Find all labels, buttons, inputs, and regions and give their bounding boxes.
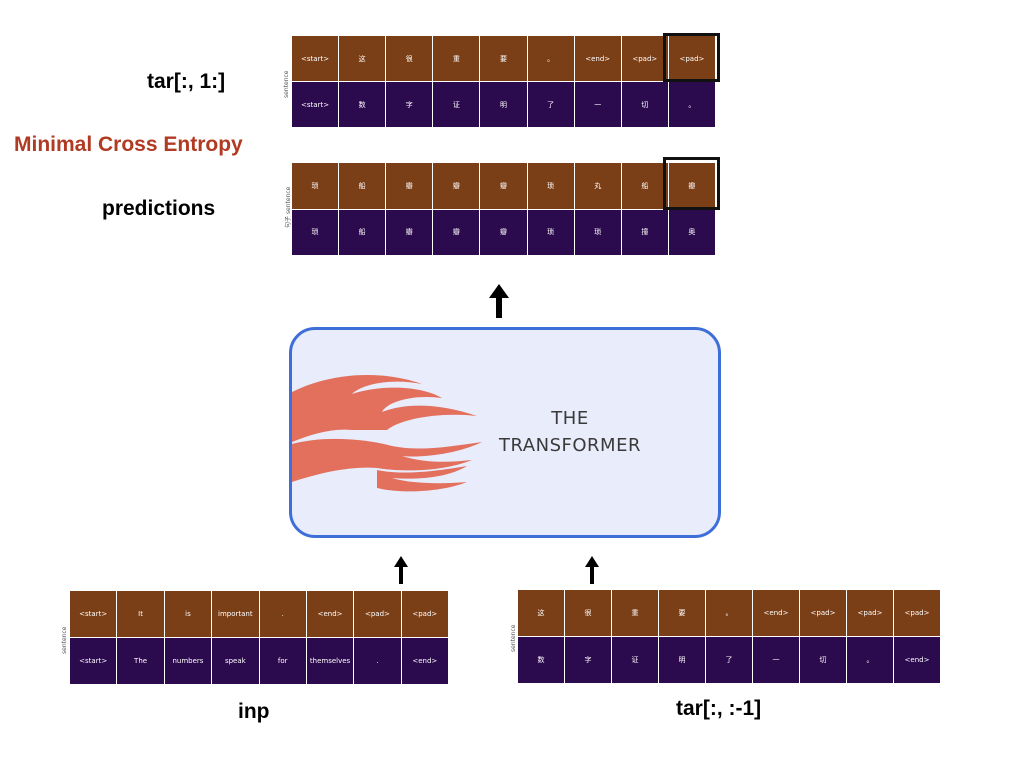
- token-cell: 琐: [574, 209, 621, 255]
- token-cell: 。: [847, 637, 893, 683]
- token-cell: 丸: [574, 163, 621, 209]
- token-cell: 重: [433, 36, 480, 81]
- token-cell: <pad>: [800, 590, 846, 636]
- token-cell: .: [354, 638, 401, 684]
- token-cell: 重: [612, 590, 658, 636]
- token-cell: 了: [527, 82, 574, 127]
- tar-shift-left-label: tar[:, 1:]: [147, 70, 226, 93]
- token-cell: 瓣: [433, 163, 480, 209]
- token-cell: 要: [480, 36, 527, 81]
- token-cell: 字: [565, 637, 611, 683]
- token-cell: <start>: [70, 638, 117, 684]
- token-cell: 这: [339, 36, 386, 81]
- token-cell: It: [117, 591, 164, 637]
- transformer-title-line1: THE: [551, 408, 589, 429]
- token-cell: 证: [433, 82, 480, 127]
- tar-shift-right-label: tar[:, :-1]: [676, 697, 762, 720]
- token-cell: for: [259, 638, 306, 684]
- token-cell: <pad>: [354, 591, 401, 637]
- token-cell: <pad>: [894, 590, 940, 636]
- token-cell: <start>: [292, 36, 339, 81]
- token-cell: 瓣: [386, 163, 433, 209]
- token-cell: 明: [659, 637, 705, 683]
- tar-bottom-side-label: sentence: [510, 624, 517, 652]
- token-cell: 字: [386, 82, 433, 127]
- token-cell: <end>: [894, 637, 940, 683]
- token-cell: <end>: [753, 590, 799, 636]
- up-arrow-from-inp: [394, 556, 408, 584]
- token-cell: 琐: [292, 163, 339, 209]
- token-cell: speak: [212, 638, 259, 684]
- transformer-title-line2: TRANSFORMER: [499, 435, 641, 456]
- token-cell: 一: [574, 82, 621, 127]
- token-cell: 瓣: [433, 209, 480, 255]
- token-cell: 证: [612, 637, 658, 683]
- token-cell: 切: [800, 637, 846, 683]
- token-cell: .: [259, 591, 306, 637]
- token-cell: <pad>: [401, 591, 448, 637]
- token-cell: themselves: [306, 638, 354, 684]
- loss-label: Minimal Cross Entropy: [14, 133, 243, 156]
- highlight-prediction-cell: [663, 157, 720, 210]
- token-cell: is: [164, 591, 212, 637]
- token-cell: <end>: [574, 36, 621, 81]
- token-cell: <pad>: [621, 36, 668, 81]
- token-cell: 撞: [621, 209, 668, 255]
- token-cell: 数: [518, 637, 564, 683]
- token-cell: <start>: [292, 82, 339, 127]
- highlight-target-cell: [663, 33, 720, 82]
- token-cell: 很: [386, 36, 433, 81]
- token-cell: 琐: [527, 163, 574, 209]
- token-cell: 数: [339, 82, 386, 127]
- inp-side-label: sentence: [61, 626, 68, 654]
- transformer-box: [289, 327, 721, 538]
- token-cell: The: [117, 638, 164, 684]
- token-cell: 明: [480, 82, 527, 127]
- token-cell: <end>: [401, 638, 448, 684]
- token-cell: 这: [518, 590, 564, 636]
- token-cell: 要: [659, 590, 705, 636]
- token-cell: 瓣: [668, 163, 715, 209]
- pred-side-label: 句子 sentence: [285, 186, 292, 228]
- token-cell: <end>: [306, 591, 354, 637]
- token-cell: important: [212, 591, 259, 637]
- token-cell: 很: [565, 590, 611, 636]
- token-cell: 船: [621, 163, 668, 209]
- predictions-grid: 琐船瓣瓣瓣琐丸船瓣琐船瓣瓣瓣琐琐撞奥: [292, 163, 715, 255]
- token-cell: <pad>: [668, 36, 715, 81]
- predictions-label: predictions: [102, 197, 216, 220]
- up-arrow-to-predictions: [489, 284, 509, 318]
- flame-icon: [292, 374, 482, 492]
- tar-target-grid: <start>这很重要。<end><pad><pad><start>数字证明了一…: [292, 36, 715, 127]
- token-cell: 。: [668, 82, 715, 127]
- token-cell: 了: [706, 637, 752, 683]
- token-cell: 瓣: [386, 209, 433, 255]
- token-cell: 。: [527, 36, 574, 81]
- up-arrow-from-tar: [585, 556, 599, 584]
- token-cell: 奥: [668, 209, 715, 255]
- token-cell: 琐: [292, 209, 339, 255]
- token-cell: 。: [706, 590, 752, 636]
- token-cell: numbers: [164, 638, 212, 684]
- token-cell: 船: [339, 209, 386, 255]
- token-cell: 瓣: [480, 209, 527, 255]
- tar-decoder-input-grid: 这很重要。<end><pad><pad><pad>数字证明了一切。<end>: [518, 590, 940, 683]
- token-cell: <pad>: [847, 590, 893, 636]
- tar-top-side-label: sentence: [283, 70, 290, 98]
- token-cell: 琐: [527, 209, 574, 255]
- token-cell: <start>: [70, 591, 117, 637]
- token-cell: 船: [339, 163, 386, 209]
- token-cell: 切: [621, 82, 668, 127]
- token-cell: 一: [753, 637, 799, 683]
- inp-label: inp: [238, 700, 270, 723]
- token-cell: 瓣: [480, 163, 527, 209]
